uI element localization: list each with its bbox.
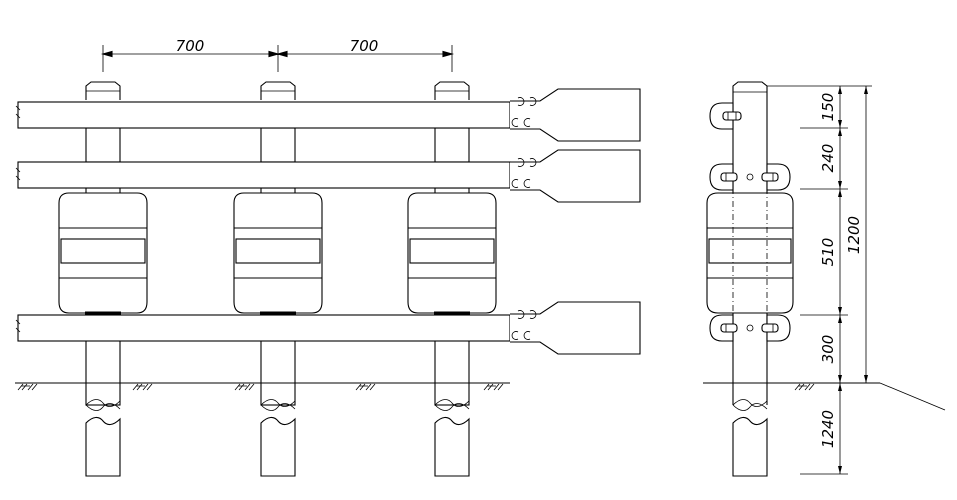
- dim-510: 510: [819, 238, 837, 267]
- dim-700-left: 700: [176, 37, 205, 55]
- rail-bottom: [15, 314, 511, 342]
- rail-end-bottom: [509, 301, 641, 355]
- dim-700-right: 700: [350, 37, 379, 55]
- side-rail-clamp-bottom: [709, 314, 791, 342]
- side-rail-clamp-top: [709, 102, 742, 130]
- side-rail-clamp-middle: [709, 163, 791, 191]
- rail-end-middle: [509, 149, 641, 203]
- side-roller: [706, 188, 794, 318]
- rail-end-top: [509, 88, 641, 142]
- roller-left: [57, 191, 149, 315]
- side-dimensions: 150 240 510 300 1200 1240: [767, 85, 872, 475]
- ground-line-side: [703, 382, 946, 411]
- side-view: 150 240 510 300 1200 1240: [703, 81, 946, 477]
- dim-240: 240: [819, 144, 837, 173]
- front-view: 700 700: [15, 37, 641, 477]
- roller-middle: [232, 191, 324, 315]
- dim-1240: 1240: [819, 410, 837, 448]
- dimension-post-spacing: 700 700: [100, 37, 455, 72]
- roller-right: [406, 191, 498, 315]
- rail-top: [15, 101, 511, 129]
- dim-150: 150: [819, 93, 837, 122]
- ground-line-front: [15, 382, 510, 391]
- dim-300: 300: [819, 335, 837, 364]
- dim-1200: 1200: [845, 216, 863, 254]
- rail-middle: [15, 161, 511, 189]
